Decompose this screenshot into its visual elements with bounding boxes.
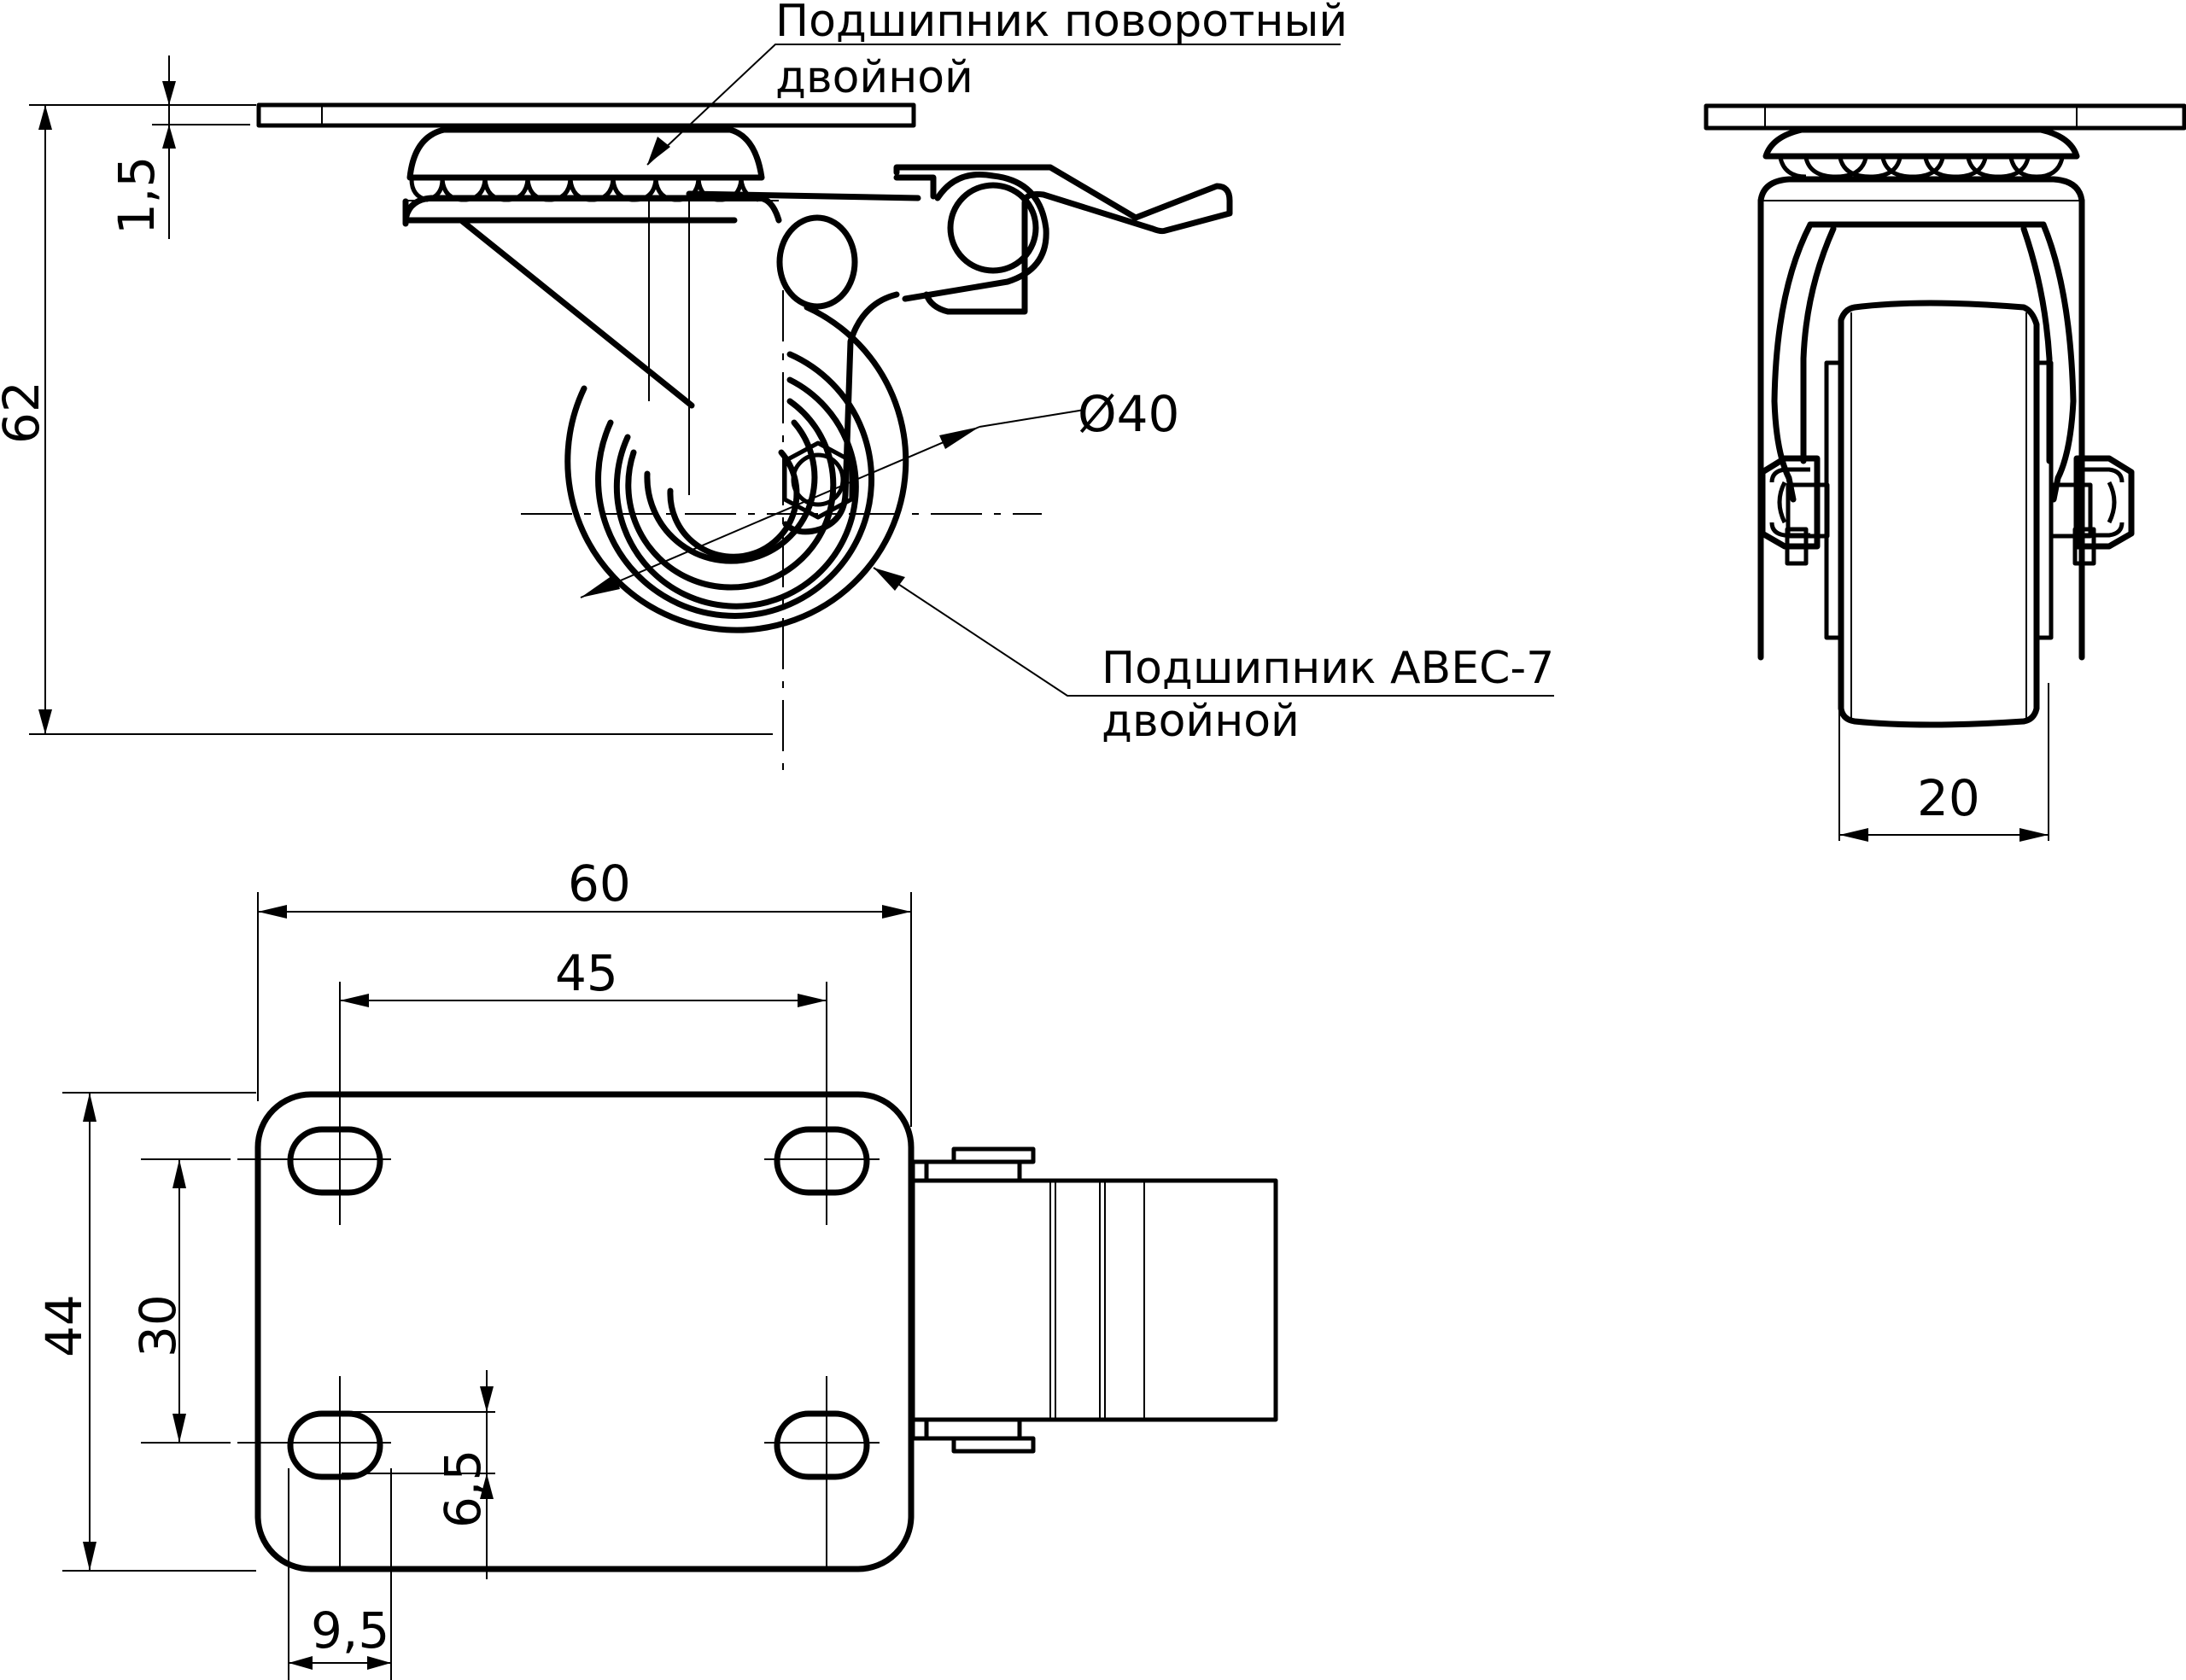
- front-axle-nut-right: [2049, 455, 2135, 566]
- wheel-tread: [564, 304, 909, 633]
- height-label: 62: [0, 381, 50, 444]
- brake-pivot: [947, 182, 1039, 274]
- fork-front-leg: [782, 291, 900, 535]
- slot-height-label: 6,5: [434, 1450, 492, 1528]
- mounting-slot-bl: [287, 1410, 383, 1480]
- mounting-slot-br: [774, 1410, 870, 1480]
- swivel-bearing-leader: [646, 44, 1341, 166]
- swivel-bearing-label-1: Подшипник поворотный: [775, 0, 1347, 47]
- mounting-plate: [256, 102, 916, 128]
- top-fork-housing: [910, 1146, 1278, 1454]
- swivel-bearing-label-2: двойной: [775, 52, 973, 103]
- front-view: 20: [1704, 103, 2186, 842]
- wheel-diameter-label: Ø40: [1078, 385, 1179, 443]
- swivel-bearing-upper-race: [406, 126, 765, 181]
- hole-spacing-x-label: 45: [555, 944, 618, 1002]
- top-plate-outline: [254, 1091, 915, 1572]
- plate-thickness-label: 1,5: [108, 156, 166, 235]
- fork-leg: [402, 198, 695, 409]
- plate-length-label: 60: [568, 855, 631, 913]
- wheel-bearing-leader: [873, 567, 1554, 697]
- front-mounting-plate: [1704, 103, 2186, 131]
- front-bearing-balls: [1778, 157, 2065, 179]
- wheel-bearing-label-2: двойной: [1102, 696, 1300, 747]
- wheel-width-label: 20: [1917, 769, 1980, 827]
- hole-spacing-y-label: 30: [129, 1294, 187, 1357]
- wheel-bearing-label-1: Подшипник ABEC-7: [1102, 643, 1554, 694]
- plate-width-label: 44: [35, 1294, 93, 1357]
- mounting-slot-tl: [287, 1126, 383, 1196]
- axle-nut: [782, 440, 854, 520]
- top-view: 60 45 44 30 6,5 9,5: [35, 855, 1278, 1680]
- brake-lever: [893, 164, 1233, 315]
- swivel-bearing-lower-race: [402, 195, 782, 224]
- side-view: Ø40 Подшипник ABEC-7 двойной Подшипник п…: [0, 0, 1554, 777]
- front-wheel: [1838, 300, 2040, 728]
- slot-length-label: 9,5: [311, 1601, 389, 1660]
- diameter-dim-line: [580, 426, 980, 598]
- front-axle-nut-left: [1759, 455, 1830, 566]
- fork-pivot-hole: [776, 214, 858, 310]
- mounting-slot-tr: [774, 1126, 870, 1196]
